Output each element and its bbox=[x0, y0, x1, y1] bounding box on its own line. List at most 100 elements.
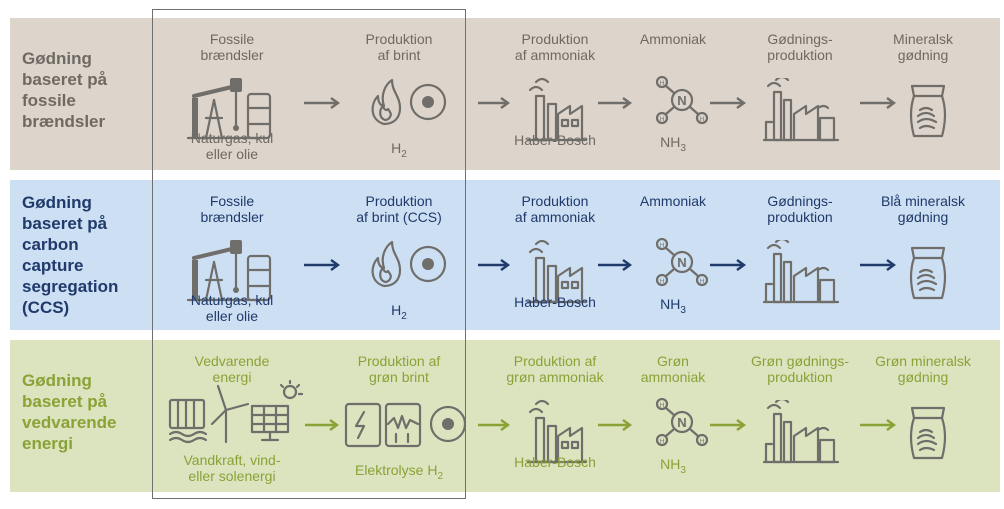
step-label-fert-prod-line: produktion bbox=[767, 209, 833, 225]
step-label-ammonia-line: Ammoniak bbox=[639, 193, 707, 209]
svg-text:N: N bbox=[677, 255, 686, 270]
ammonia-formula-sublabel-text: NH bbox=[660, 134, 681, 150]
step-label-fert-prod-line: Gødnings- bbox=[767, 193, 833, 209]
step-label-source-line: brændsler bbox=[200, 209, 264, 225]
row-title-line: baseret på bbox=[22, 214, 108, 233]
svg-text:N: N bbox=[677, 93, 686, 108]
step-label-ammonia-line: Ammoniak bbox=[639, 31, 707, 47]
fertilizer-sack-icon bbox=[906, 242, 950, 307]
flow-arrow bbox=[710, 418, 747, 436]
hydrogen-sublabel-text: H bbox=[391, 140, 402, 156]
step-label-hydrogen-line: af brint (CCS) bbox=[356, 209, 442, 225]
oil-pumpjack-and-barrel-icon bbox=[184, 76, 274, 147]
step-label-ammonia-prod-line: grøn ammoniak bbox=[506, 369, 604, 385]
step-label-source-line: Vedvarende bbox=[194, 353, 270, 369]
flow-arrow bbox=[860, 418, 897, 436]
haber-bosch-sublabel: Haber-Bosch bbox=[514, 294, 596, 310]
row-title-line: segregation bbox=[22, 277, 119, 296]
ammonia-formula-sublabel-text: NH bbox=[660, 456, 681, 472]
svg-text:H: H bbox=[660, 81, 664, 87]
step-label-product-line: Grøn mineralsk bbox=[875, 353, 971, 369]
flow-arrow bbox=[710, 96, 747, 114]
haber-bosch-factory-icon bbox=[526, 398, 588, 471]
ammonia-formula-sublabel: NH3 bbox=[660, 456, 686, 479]
source-sublabel-line: eller olie bbox=[205, 308, 259, 324]
ammonia-molecule-icon: N H H H bbox=[654, 75, 710, 131]
step-label-ammonia-prod-line: Produktion bbox=[521, 193, 589, 209]
step-label-source-line: brændsler bbox=[200, 47, 264, 63]
row-title-line: fossile bbox=[22, 91, 76, 110]
fertilizer-plant-icon bbox=[762, 237, 842, 311]
step-label-ammonia-prod-line: af ammoniak bbox=[514, 47, 596, 63]
flow-arrow bbox=[478, 258, 511, 276]
step-label-source-line: Fossile bbox=[209, 31, 255, 47]
flow-arrow bbox=[478, 418, 511, 436]
haber-bosch-factory-icon bbox=[526, 76, 588, 149]
row-title-line: Gødning bbox=[22, 193, 92, 212]
source-sublabel-line: Naturgas, kul bbox=[190, 292, 274, 308]
step-label-ammonia-line: ammoniak bbox=[640, 369, 706, 385]
step-label-ammonia-prod-line: Produktion af bbox=[513, 353, 597, 369]
row-title-line: baseret på bbox=[22, 392, 108, 411]
step-label-product-line: gødning bbox=[897, 47, 949, 63]
svg-text:H: H bbox=[660, 279, 664, 285]
flow-arrow bbox=[304, 96, 341, 114]
haber-bosch-factory-icon bbox=[526, 238, 588, 311]
flame-and-hydrogen-atom-icon bbox=[366, 238, 448, 295]
step-label-hydrogen-line: Produktion af bbox=[357, 353, 441, 369]
step-label-fert-prod-line: Gødnings- bbox=[767, 31, 833, 47]
step-label-ammonia-prod-line: af ammoniak bbox=[514, 209, 596, 225]
step-label-ammonia: Ammoniak bbox=[640, 31, 706, 47]
hydrogen-sublabel: H2 bbox=[391, 302, 407, 325]
flow-arrow bbox=[305, 418, 340, 436]
fertilizer-plant-icon bbox=[762, 75, 842, 149]
row-title-line: energi bbox=[22, 434, 74, 453]
source-sublabel-line: eller olie bbox=[205, 146, 259, 162]
ammonia-formula-sublabel: NH3 bbox=[660, 296, 686, 319]
ammonia-formula-sublabel-index: 3 bbox=[680, 304, 686, 316]
row-title-line: capture bbox=[22, 256, 84, 275]
flow-arrow bbox=[710, 258, 747, 276]
step-label-fert-prod: Gødnings-produktion bbox=[767, 193, 832, 225]
row-title-line: brændsler bbox=[22, 112, 106, 131]
svg-text:H: H bbox=[660, 439, 664, 445]
flow-arrow bbox=[304, 258, 341, 276]
step-label-fert-prod-line: produktion bbox=[767, 369, 833, 385]
hydrogen-sublabel-text: H bbox=[391, 302, 402, 318]
step-label-ammonia-prod-line: Produktion bbox=[521, 31, 589, 47]
row-ccs-band bbox=[10, 180, 1000, 330]
ammonia-formula-sublabel-text: NH bbox=[660, 296, 681, 312]
step-label-hydrogen-line: Produktion bbox=[365, 193, 433, 209]
svg-text:H: H bbox=[660, 117, 664, 123]
svg-text:H: H bbox=[700, 117, 704, 123]
row-title-line: (CCS) bbox=[22, 298, 70, 317]
step-label-hydrogen-line: grøn brint bbox=[369, 369, 429, 385]
row-title-line: Gødning bbox=[22, 49, 92, 68]
svg-text:H: H bbox=[660, 243, 664, 249]
svg-text:H: H bbox=[700, 439, 704, 445]
hydrogen-sublabel-index: 2 bbox=[401, 148, 407, 160]
svg-text:H: H bbox=[660, 403, 664, 409]
hydrogen-sublabel-index: 2 bbox=[437, 470, 444, 482]
source-sublabel: Vandkraft, vind-eller solenergi bbox=[183, 452, 280, 484]
fertilizer-sack-icon bbox=[906, 402, 950, 467]
step-label-product-line: Blå mineralsk bbox=[880, 193, 966, 209]
step-label-product-line: gødning bbox=[897, 369, 949, 385]
step-label-product-line: Mineralsk bbox=[893, 31, 953, 47]
haber-bosch-sublabel: Haber-Bosch bbox=[514, 132, 596, 148]
svg-text:N: N bbox=[677, 415, 686, 430]
row-title-line: vedvarende bbox=[22, 413, 117, 432]
step-label-product-line: gødning bbox=[897, 209, 949, 225]
step-label-fert-prod-line: produktion bbox=[767, 47, 833, 63]
hydrogen-sublabel-text: Elektrolyse H bbox=[354, 462, 438, 478]
source-sublabel-line: eller solenergi bbox=[188, 468, 276, 484]
